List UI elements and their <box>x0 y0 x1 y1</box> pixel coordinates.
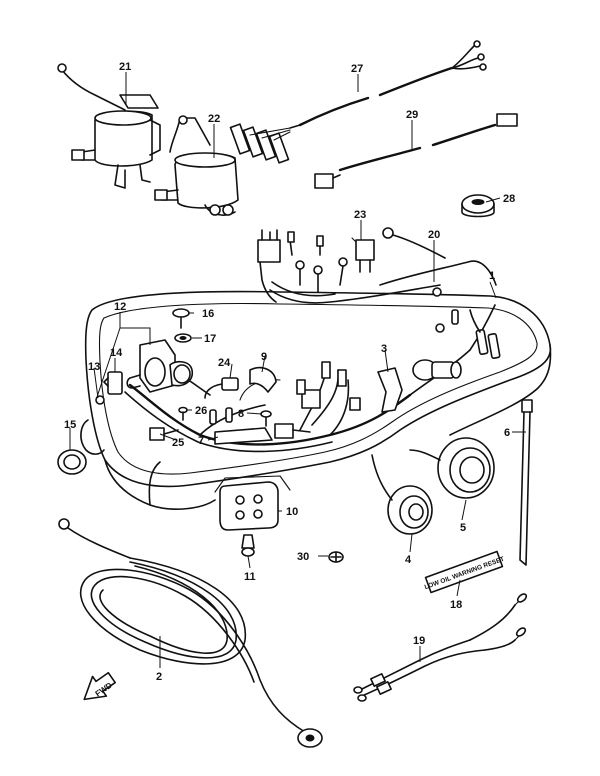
lead-wire-27 <box>229 40 487 164</box>
part-number: 28 <box>503 193 515 205</box>
part-number: 1 <box>489 270 495 282</box>
part-number: 26 <box>195 405 207 417</box>
part-number: 18 <box>450 599 462 611</box>
part-number: 27 <box>351 63 363 75</box>
part-number: 8 <box>238 408 244 420</box>
ignition-coil-21 <box>57 63 161 189</box>
clip-14 <box>103 371 123 395</box>
part-number: 4 <box>405 554 412 566</box>
washer-17 <box>174 333 192 343</box>
part-number: 3 <box>381 343 387 355</box>
tie-wrap-6 <box>519 399 533 566</box>
battery-cable-2 <box>58 518 323 748</box>
bulb-11 <box>241 534 255 557</box>
fuse-pair <box>209 407 233 425</box>
screw-26 <box>178 406 188 421</box>
part-number: 12 <box>114 301 126 313</box>
plug-15 <box>57 449 87 475</box>
part-number: 22 <box>208 113 220 125</box>
lower-cowl-tray <box>80 290 552 510</box>
part-number: 13 <box>88 361 100 373</box>
part-numbers: 21 22 27 29 28 23 20 1 12 16 17 3 9 24 1… <box>64 61 515 683</box>
part-number: 19 <box>413 635 425 647</box>
grommet-4 <box>371 454 433 535</box>
part-number: 16 <box>202 308 214 320</box>
switch-panel-10 <box>219 481 279 531</box>
part-number: 6 <box>504 427 510 439</box>
screw-8 <box>260 410 272 427</box>
fwd-arrow: FWD <box>83 671 116 701</box>
terminal-connectors-right <box>432 287 501 359</box>
part-number: 24 <box>218 357 231 369</box>
part-number: 10 <box>286 506 298 518</box>
relay-23 <box>351 237 375 273</box>
key-switch <box>412 359 462 381</box>
part-number: 30 <box>297 551 309 563</box>
clamp-9 <box>249 366 277 393</box>
lead-wire-19 <box>353 593 528 702</box>
part-number: 9 <box>261 351 267 363</box>
warning-label-18: LOW OIL WARNING RESET <box>424 550 505 594</box>
part-number: 21 <box>119 61 131 73</box>
part-number: 20 <box>428 229 440 241</box>
part-number: 14 <box>110 347 123 359</box>
lead-wire-29 <box>314 113 518 189</box>
grommet-28 <box>461 194 495 218</box>
leader-lines <box>69 72 526 668</box>
top-connector-cluster <box>257 227 446 303</box>
part-number: 29 <box>406 109 418 121</box>
part-number: 11 <box>244 571 256 583</box>
part-number: 7 <box>198 435 204 447</box>
part-number: 2 <box>156 671 162 683</box>
part-number: 17 <box>204 333 216 345</box>
part-number: 5 <box>460 522 466 534</box>
part-number: 23 <box>354 209 366 221</box>
bracket-3 <box>377 367 403 413</box>
bracket-7 <box>214 427 273 445</box>
clamp-25 <box>149 427 179 441</box>
center-connectors <box>274 361 361 439</box>
meter-5 <box>409 437 495 499</box>
kill-switch-12 <box>126 339 194 393</box>
ignition-coil-22 <box>154 115 239 216</box>
part-number: 25 <box>172 437 184 449</box>
clip-30 <box>328 551 344 563</box>
screw-16 <box>172 308 190 329</box>
part-number: 15 <box>64 419 76 431</box>
